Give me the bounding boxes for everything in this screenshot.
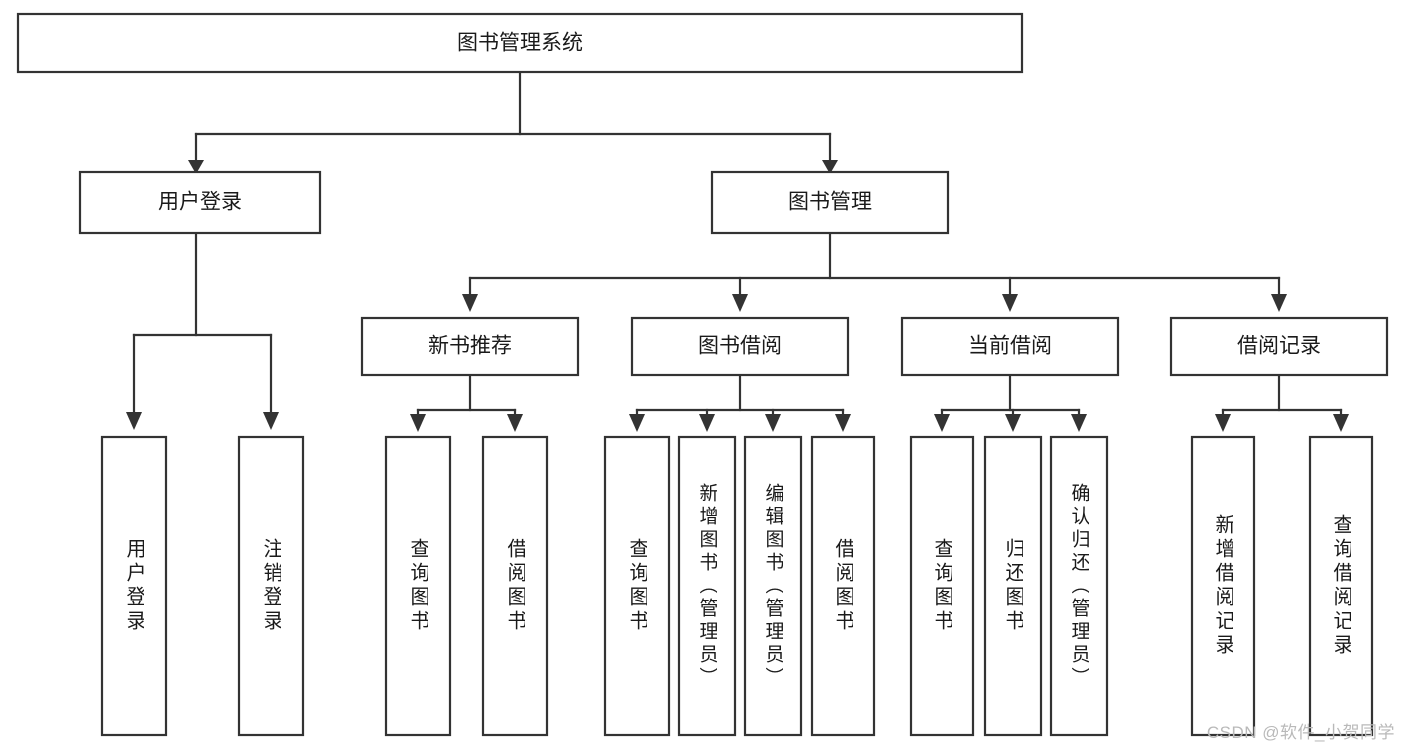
node-book-borrow-box[interactable] <box>630 316 850 377</box>
node-leaf-confirm-return-box[interactable] <box>1049 435 1109 737</box>
node-leaf-borrow-book-2-box[interactable] <box>810 435 876 737</box>
node-leaf-add-book-box[interactable] <box>677 435 737 737</box>
arrowhead-leaf-query-book-3 <box>934 414 950 432</box>
arrowhead-leaf-query-book-2 <box>629 414 645 432</box>
node-borrow-record-label: 借阅记录 <box>1237 335 1321 358</box>
arrowhead-leaf-edit-book <box>765 414 781 432</box>
node-user-login-label: 用户登录 <box>158 191 242 214</box>
arrowhead-user-login <box>188 160 204 174</box>
arrowhead-borrow-record <box>1271 294 1287 312</box>
arrowhead-leaf-return-book <box>1005 414 1021 432</box>
arrowhead-current-borrow <box>1002 294 1018 312</box>
node-book-borrow-label: 图书借阅 <box>698 335 782 358</box>
arrowhead-leaf-add-record <box>1215 414 1231 432</box>
node-current-borrow-label: 当前借阅 <box>968 335 1052 358</box>
arrowhead-leaf-borrow-book-1 <box>507 414 523 432</box>
node-leaf-query-record-box[interactable] <box>1308 435 1374 737</box>
node-book-manage[interactable]: 图书管理 <box>710 170 950 235</box>
leaf-box-layer <box>100 435 1374 737</box>
node-leaf-borrow-book-1-box[interactable] <box>481 435 549 737</box>
arrowhead-leaf-confirm-return <box>1071 414 1087 432</box>
arrowhead-book-borrow <box>732 294 748 312</box>
connector-layer <box>126 70 1349 432</box>
arrowhead-book-manage <box>822 160 838 174</box>
node-new-book-recommend-box[interactable] <box>360 316 580 377</box>
arrowhead-new-book-recommend <box>462 294 478 312</box>
arrowhead-leaf-borrow-book-2 <box>835 414 851 432</box>
node-root-label: 图书管理系统 <box>457 32 583 55</box>
node-borrow-record[interactable]: 借阅记录 <box>1169 316 1389 377</box>
node-leaf-query-book-2-box[interactable] <box>603 435 671 737</box>
node-root-box[interactable] <box>16 12 1024 74</box>
arrowhead-leaf-query-record <box>1333 414 1349 432</box>
arrowhead-leaf-user-logout <box>263 412 279 430</box>
node-current-borrow[interactable]: 当前借阅 <box>900 316 1120 377</box>
node-new-book-recommend-label: 新书推荐 <box>428 335 512 358</box>
node-leaf-edit-book-box[interactable] <box>743 435 803 737</box>
node-book-borrow[interactable]: 图书借阅 <box>630 316 850 377</box>
node-user-login[interactable]: 用户登录 <box>78 170 322 235</box>
node-book-manage-label: 图书管理 <box>788 191 872 214</box>
node-root[interactable]: 图书管理系统 <box>16 12 1024 74</box>
node-leaf-query-book-3-box[interactable] <box>909 435 975 737</box>
arrowhead-leaf-add-book <box>699 414 715 432</box>
node-leaf-add-record-box[interactable] <box>1190 435 1256 737</box>
csdn-watermark: CSDN @软件_小贺同学 <box>1206 723 1395 742</box>
node-leaf-return-book-box[interactable] <box>983 435 1043 737</box>
node-leaf-user-login-box[interactable] <box>100 435 168 737</box>
arrowhead-leaf-user-login <box>126 412 142 430</box>
node-leaf-query-book-1-box[interactable] <box>384 435 452 737</box>
node-leaf-user-logout-box[interactable] <box>237 435 305 737</box>
node-user-login-box[interactable] <box>78 170 322 235</box>
node-current-borrow-box[interactable] <box>900 316 1120 377</box>
node-new-book-recommend[interactable]: 新书推荐 <box>360 316 580 377</box>
arrowhead-leaf-query-book-1 <box>410 414 426 432</box>
node-book-manage-box[interactable] <box>710 170 950 235</box>
node-borrow-record-box[interactable] <box>1169 316 1389 377</box>
